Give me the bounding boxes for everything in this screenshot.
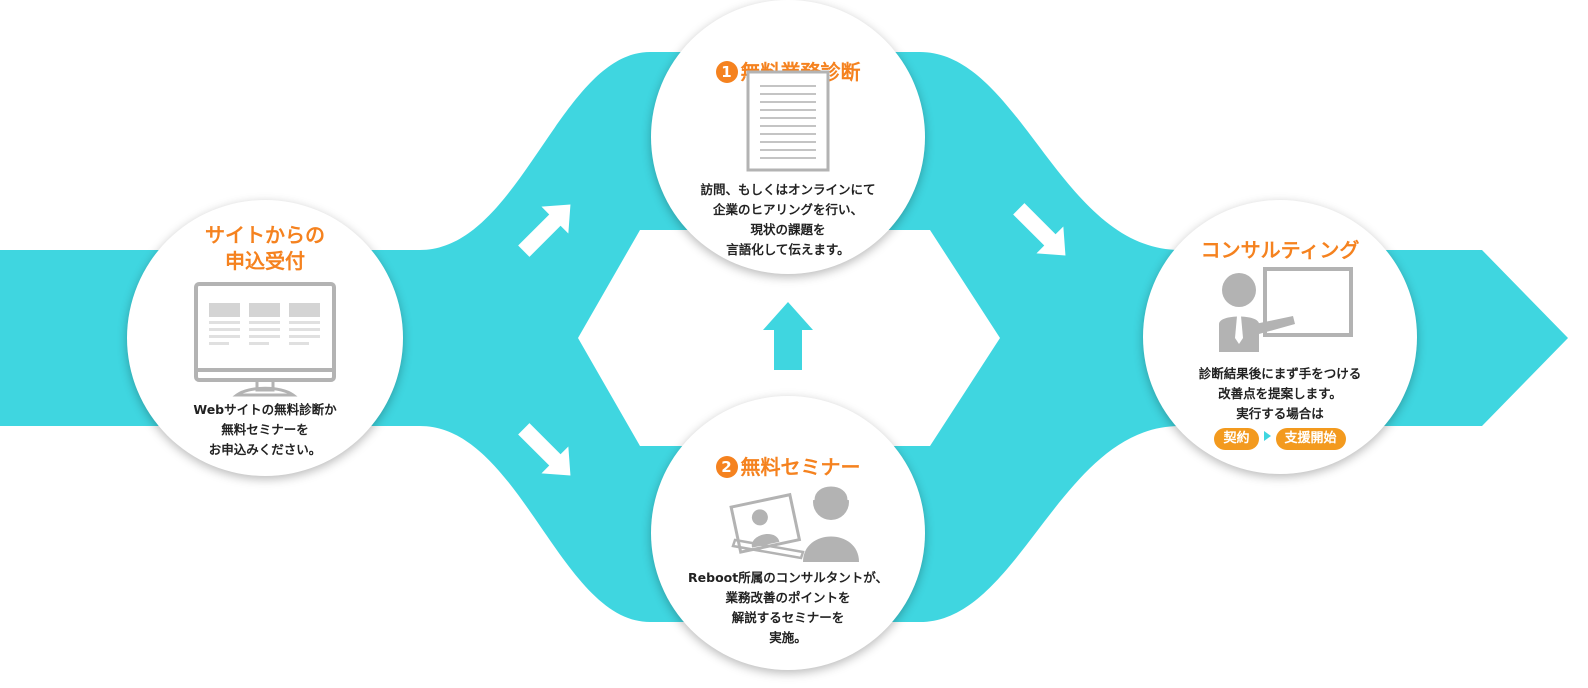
step-apply-description: Webサイトの無料診断か 無料セミナーを お申込みください。 <box>193 402 337 457</box>
step-number-badge: 1 <box>715 61 738 83</box>
online-seminar-icon <box>729 483 859 562</box>
contract-badge: 契約 <box>1214 428 1259 450</box>
arrow-down-right-left <box>518 423 571 476</box>
step-diagnosis: 1無料業務診断 訪問、もしくはオンラインにて 企業のヒアリングを行い、 現状の課… <box>651 0 925 274</box>
step-seminar-title-text: 無料セミナー <box>740 455 861 479</box>
consulting-badges: 契約支援開始 <box>1143 427 1417 450</box>
arrow-up-center <box>763 302 813 370</box>
arrow-down-right-right <box>1013 203 1066 256</box>
document-icon <box>746 70 830 172</box>
step-diagnosis-description: 訪問、もしくはオンラインにて 企業のヒアリングを行い、 現状の課題を 言語化して… <box>700 182 876 257</box>
step-apply-title: サイトからの 申込受付 <box>205 223 325 273</box>
step-consulting-description: 診断結果後にまず手をつける 改善点を提案します。 実行する場合は <box>1198 366 1362 421</box>
step-consulting: コンサルティング 診断結果後にまず手をつける 改善点を提案します。 実行する場合… <box>1143 200 1417 474</box>
step-consulting-title: コンサルティング <box>1200 238 1360 262</box>
support-start-badge: 支援開始 <box>1275 428 1346 450</box>
triangle-arrow-icon <box>1263 431 1271 441</box>
step-number-badge: 2 <box>715 456 738 478</box>
monitor-icon <box>194 282 336 397</box>
arrow-up-right <box>518 204 571 257</box>
step-apply: サイトからの 申込受付 Webサイトの無料診断か 無料セミナーを お申込みくださ… <box>127 200 403 476</box>
step-seminar-description: Reboot所属のコンサルタントが、 業務改善のポイントを 解説するセミナーを … <box>688 570 888 645</box>
presenter-icon <box>1219 267 1353 352</box>
